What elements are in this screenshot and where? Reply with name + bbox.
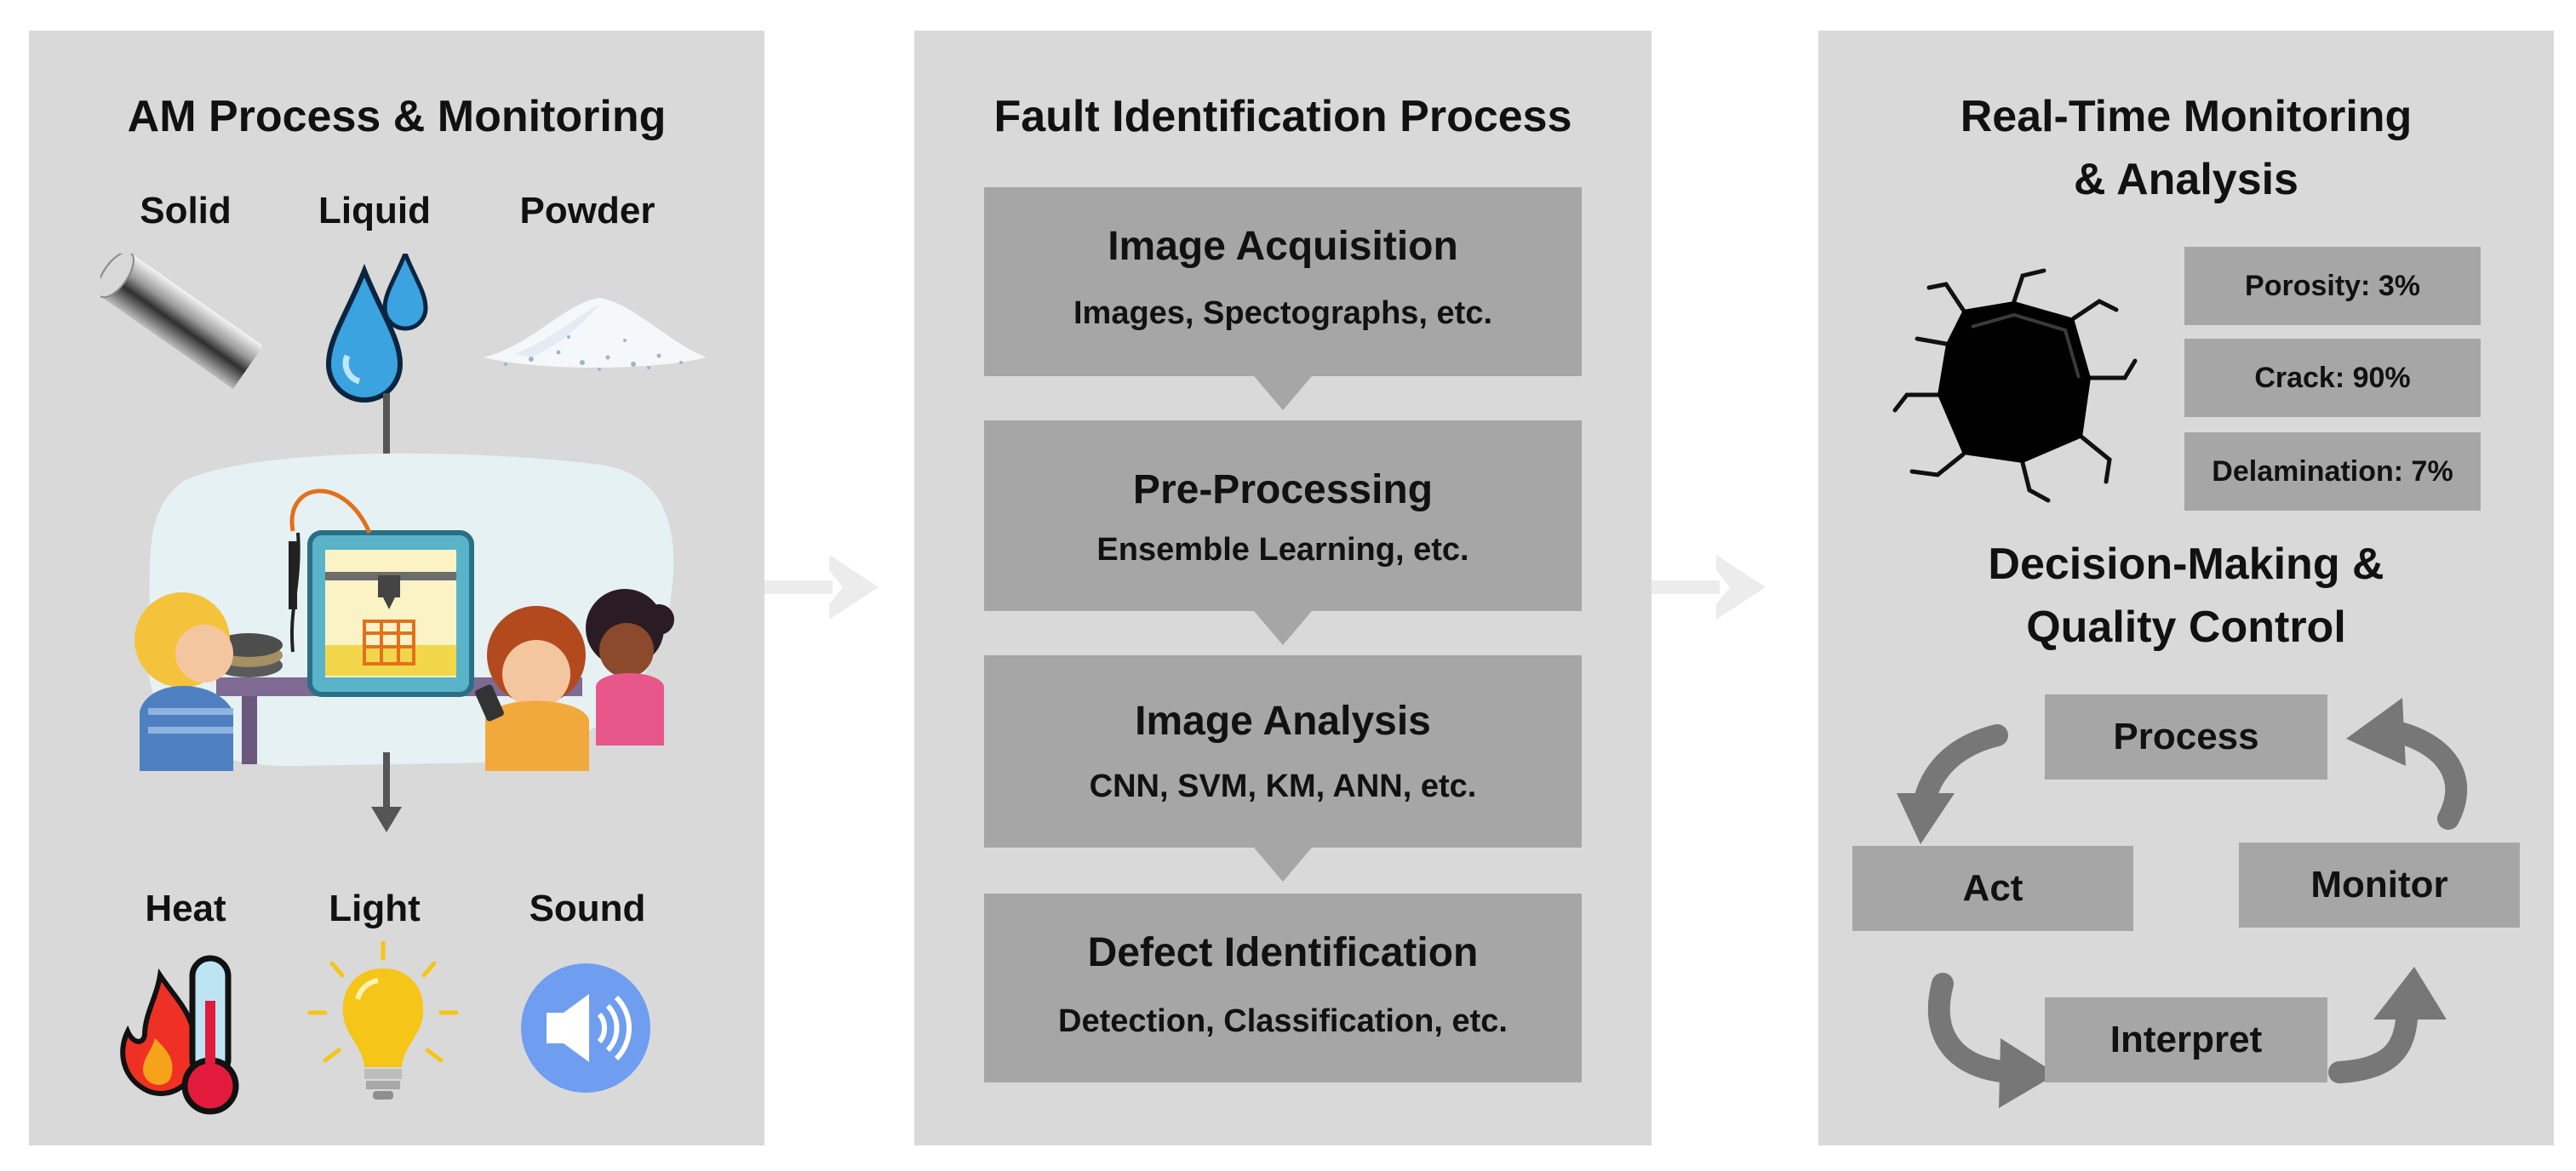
label-powder: Powder <box>519 190 655 231</box>
powder-pile-icon <box>484 298 707 371</box>
3d-printer-scene-illustration <box>135 453 674 771</box>
cycle-act: Act <box>1852 846 2133 931</box>
water-drops-icon <box>325 254 428 403</box>
step-image-analysis: Image Analysis CNN, SVM, KM, ANN, etc. <box>984 655 1582 882</box>
speaker-icon <box>521 963 650 1093</box>
step-connector <box>1254 848 1312 882</box>
label-liquid: Liquid <box>318 190 431 231</box>
step-title: Defect Identification <box>1087 930 1479 975</box>
cycle-interpret: Interpret <box>2045 997 2327 1082</box>
panel-title: AM Process & Monitoring <box>127 92 667 141</box>
label-solid: Solid <box>140 190 232 231</box>
step-subtitle: Detection, Classification, etc. <box>1058 1003 1508 1039</box>
step-connector <box>1254 611 1312 645</box>
cycle-monitor: Monitor <box>2239 843 2520 928</box>
label-light: Light <box>329 888 421 929</box>
crack-hole-icon <box>1892 268 2138 503</box>
metric-crack: Crack: 90% <box>2184 339 2481 417</box>
panel-title: Fault Identification Process <box>993 92 1572 141</box>
light-bulb-icon <box>307 940 459 1100</box>
step-title: Pre-Processing <box>1132 467 1434 512</box>
step-image-acquisition: Image Acquisition Images, Spectographs, … <box>984 187 1582 410</box>
fault-identification-panel: Fault Identification Process Image Acqui… <box>914 31 1652 1145</box>
cycle-process: Process <box>2045 694 2327 780</box>
flame-thermometer-icon <box>120 955 239 1115</box>
cycle-arrows-icon <box>1897 698 2468 1108</box>
step-title: Image Acquisition <box>1108 224 1458 269</box>
decision-title-line2: Quality Control <box>2026 603 2346 652</box>
panel-title-line2: & Analysis <box>2074 155 2298 204</box>
decision-title-line1: Decision-Making & <box>1988 540 2384 589</box>
flow-arrow-icon <box>1652 555 1766 620</box>
step-subtitle: CNN, SVM, KM, ANN, etc. <box>1089 768 1477 804</box>
realtime-monitoring-panel: Real-Time Monitoring & Analysis Porosity… <box>1818 31 2554 1145</box>
step-subtitle: Images, Spectographs, etc. <box>1073 295 1493 331</box>
am-process-panel: AM Process & Monitoring Solid Liquid Pow… <box>29 31 764 1145</box>
step-defect-identification: Defect Identification Detection, Classif… <box>984 894 1582 1082</box>
step-pre-processing: Pre-Processing Ensemble Learning, etc. <box>984 420 1582 645</box>
step-subtitle: Ensemble Learning, etc. <box>1096 532 1469 568</box>
metric-porosity: Porosity: 3% <box>2184 247 2481 325</box>
flow-arrow-icon <box>764 555 879 620</box>
label-heat: Heat <box>145 888 226 929</box>
panel-title-line1: Real-Time Monitoring <box>1960 92 2413 141</box>
down-arrow-icon <box>371 752 402 832</box>
metric-delamination: Delamination: 7% <box>2184 432 2481 511</box>
step-connector <box>1254 376 1312 410</box>
label-sound: Sound <box>529 888 646 929</box>
step-title: Image Analysis <box>1135 699 1431 744</box>
metal-rod-icon <box>100 254 262 390</box>
